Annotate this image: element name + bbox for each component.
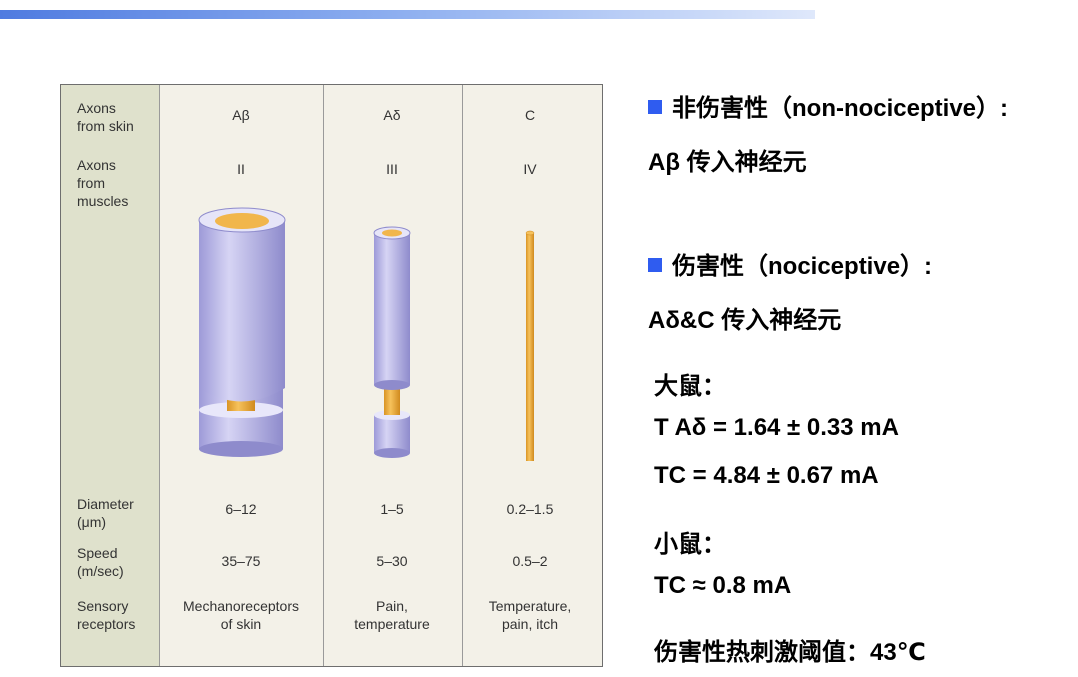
col1-diameter: 6–12 [225,501,257,517]
rat-c-threshold: TC = 4.84 ± 0.67 mA [654,462,879,489]
col3-muscle-type: IV [523,161,537,177]
row-label-axons-skin: Axons from skin [77,100,134,134]
row-label-column [61,85,159,666]
abeta-neuron-text: Aβ 传入神经元 [648,149,807,176]
header-gradient-bar [0,10,815,19]
row-label-speed: Speed (m/sec) [77,545,124,579]
col3-receptors: Temperature, pain, itch [488,598,572,632]
nociceptive-heading: 伤害性（nociceptive）: [648,246,932,281]
row-label-diameter: Diameter (μm) [77,496,134,530]
col2-skin-type: Aδ [383,107,401,123]
fiber-illustrations [198,207,535,461]
col2-speed: 5–30 [376,553,408,569]
rat-adelta-threshold: T Aδ = 1.64 ± 0.33 mA [654,414,899,441]
col3-speed: 0.5–2 [512,553,548,569]
bullet-icon [648,100,662,114]
mouse-c-threshold: TC ≈ 0.8 mA [654,572,792,599]
col3-diameter: 0.2–1.5 [506,501,554,517]
fiber-types-figure: Axons from skin Axons from muscles Diame… [60,84,603,667]
adelta-c-neuron-text: Aδ&C 传入神经元 [648,307,842,334]
column-divider [462,85,463,666]
col1-speed: 35–75 [221,553,261,569]
abeta-fiber-illustration [198,207,286,457]
col1-skin-type: Aβ [232,107,250,123]
col2-muscle-type: III [386,161,398,177]
col3-skin-type: C [524,107,536,123]
row-label-receptors: Sensory receptors [77,598,136,632]
col2-diameter: 1–5 [380,501,404,517]
c-fiber-illustration [525,230,535,461]
col1-muscle-type: II [237,161,245,177]
rat-label: 大鼠： [654,373,726,400]
row-label-axons-muscles: Axons from muscles [77,157,129,209]
column-divider [159,85,160,666]
mouse-label: 小鼠： [654,531,726,558]
column-divider [323,85,324,666]
heat-threshold-text: 伤害性热刺激阈值：43℃ [654,639,926,666]
bullet-icon [648,258,662,272]
non-nociceptive-heading: 非伤害性（non-nociceptive）: [648,88,1008,123]
adelta-fiber-illustration [373,226,411,458]
col2-receptors: Pain, temperature [354,598,430,632]
col1-receptors: Mechanoreceptors of skin [183,598,299,632]
